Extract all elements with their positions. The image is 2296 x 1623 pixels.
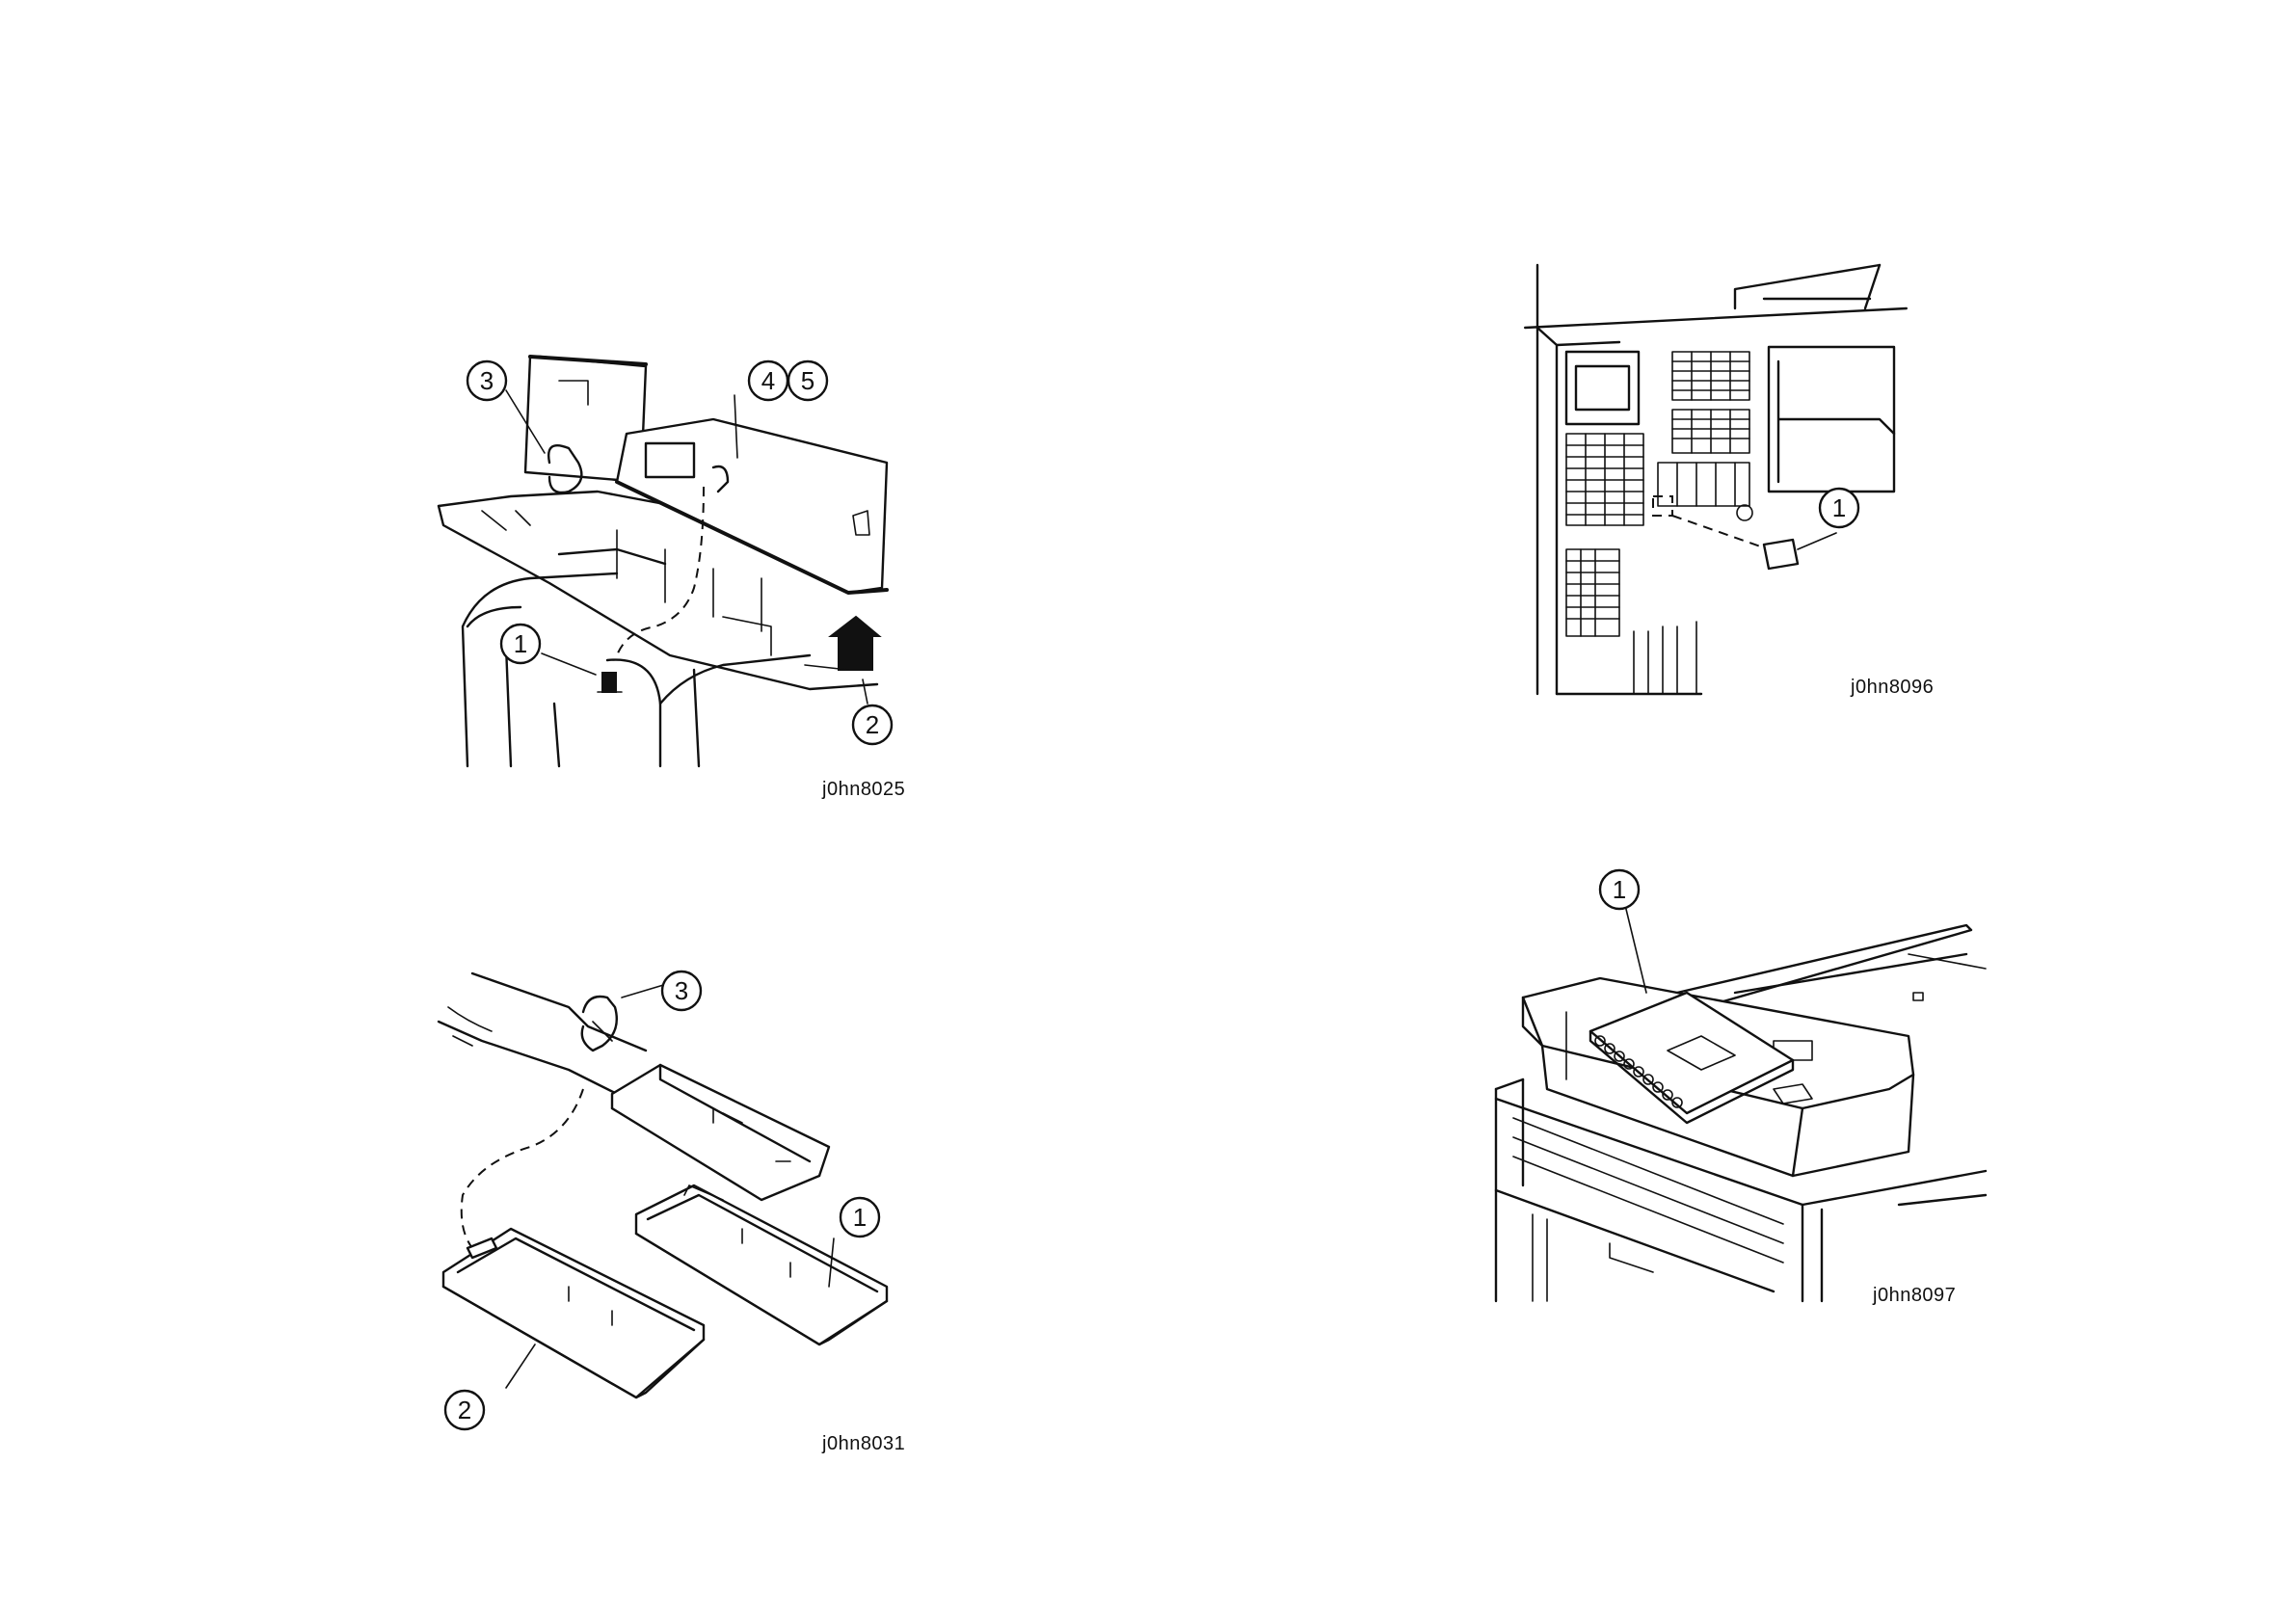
figure-id-label: j0hn8031 [822, 1433, 905, 1455]
figure-j0hn8025: 3 4 5 1 2 [424, 337, 945, 781]
figure-id-label: j0hn8025 [822, 779, 905, 801]
illustration-panel-label: 1 [1475, 260, 1947, 704]
callout-1: 1 [1600, 870, 1639, 909]
figure-j0hn8097: 1 [1484, 858, 1986, 1311]
svg-text:2: 2 [458, 1396, 471, 1424]
callout-1: 1 [501, 625, 540, 663]
illustration-tray-covers: 3 1 2 [424, 954, 925, 1455]
callout-3: 3 [662, 971, 701, 1010]
arrow-up-icon [805, 617, 879, 670]
svg-text:3: 3 [675, 976, 688, 1005]
svg-text:1: 1 [1613, 875, 1626, 904]
callout-1: 1 [1820, 489, 1858, 527]
screw-icon [598, 673, 622, 692]
figure-id-label: j0hn8096 [1851, 677, 1934, 699]
illustration-manual-on-machine: 1 [1484, 858, 1986, 1311]
svg-text:4: 4 [761, 366, 775, 395]
figure-j0hn8031: 3 1 2 [424, 954, 925, 1455]
figure-id-label: j0hn8097 [1873, 1285, 1956, 1307]
svg-text:2: 2 [866, 710, 879, 739]
illustration-cover-assembly: 3 4 5 1 2 [424, 337, 945, 781]
callout-4: 4 [749, 361, 788, 400]
label-icon [1764, 540, 1798, 569]
svg-text:5: 5 [801, 366, 814, 395]
callout-2: 2 [853, 705, 892, 744]
figure-j0hn8096: 1 [1475, 260, 1947, 704]
svg-text:1: 1 [514, 629, 527, 658]
callout-2: 2 [445, 1391, 484, 1429]
svg-text:3: 3 [480, 366, 494, 395]
svg-text:1: 1 [853, 1203, 867, 1232]
svg-text:1: 1 [1832, 493, 1846, 522]
callout-5: 5 [788, 361, 827, 400]
callout-3: 3 [467, 361, 506, 400]
callout-1: 1 [841, 1198, 879, 1237]
